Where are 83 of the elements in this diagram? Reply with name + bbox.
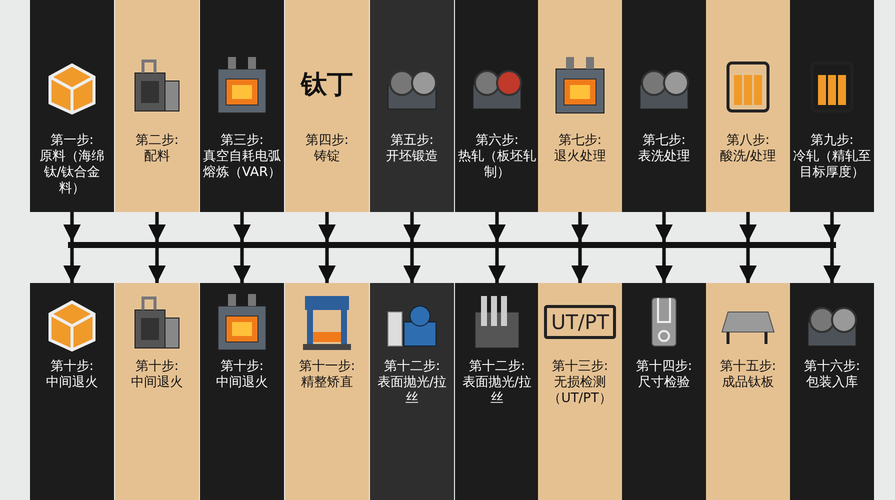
- step-text: 包装入库: [805, 375, 859, 391]
- step-panel: [30, 0, 114, 212]
- step-number: 第十四步:: [636, 359, 692, 375]
- step-text: 成品钛板: [721, 375, 775, 391]
- step-number: 第八步:: [726, 133, 770, 149]
- step-text: 开坯锻造: [385, 149, 439, 165]
- step-number: 第三步:: [220, 133, 264, 149]
- step-panel: [285, 0, 369, 212]
- step-panel: [370, 283, 454, 500]
- step-number: 第七步:: [558, 133, 602, 149]
- step-panel: [538, 0, 622, 212]
- step-panel: [115, 0, 199, 212]
- step-text: 中间退火: [45, 375, 99, 391]
- step-text: 中间退火: [130, 375, 184, 391]
- arrow: [233, 248, 251, 283]
- step-panel: [370, 0, 454, 212]
- step-text: 配料: [143, 149, 171, 165]
- step-panel: [200, 283, 284, 500]
- step-number: 第十六步:: [804, 359, 860, 375]
- step-panel: [285, 283, 369, 500]
- step-panel: [622, 283, 706, 500]
- arrow: [571, 212, 589, 242]
- step-number: 第十五步:: [720, 359, 776, 375]
- step-number: 第五步:: [390, 133, 434, 149]
- step-text: 无损检测（UT/PT）: [547, 375, 613, 407]
- step-number: 第十步:: [220, 359, 264, 375]
- step-panel: [200, 0, 284, 212]
- step-number: 第十二步:: [384, 359, 440, 375]
- step-number: 第六步:: [475, 133, 519, 149]
- arrow: [823, 212, 841, 242]
- step-panel: [30, 283, 114, 500]
- arrow: [403, 212, 421, 242]
- bus-bar: [68, 242, 836, 248]
- step-panel: [706, 0, 790, 212]
- step-text: 原料（海绵钛/钛合金料）: [38, 149, 106, 197]
- step-number: 第十二步:: [468, 359, 526, 375]
- arrow: [739, 212, 757, 242]
- step-panel: [115, 283, 199, 500]
- arrow: [655, 212, 673, 242]
- arrow: [655, 248, 673, 283]
- arrow: [823, 248, 841, 283]
- arrow: [403, 248, 421, 283]
- arrow: [148, 212, 166, 242]
- step-panel: [790, 283, 874, 500]
- arrow: [571, 248, 589, 283]
- step-number: 第十步:: [50, 359, 94, 375]
- step-text: 中间退火: [215, 375, 269, 391]
- step-panel: [706, 283, 790, 500]
- step-number: 第七步:: [642, 133, 686, 149]
- step-text: 热轧（板坯轧制）: [457, 149, 537, 181]
- step-number: 第四步:: [305, 133, 349, 149]
- step-panel: [790, 0, 874, 212]
- arrow: [318, 248, 336, 283]
- step-panel: [455, 283, 539, 500]
- step-text: 表洗处理: [637, 149, 691, 165]
- step-number: 第十步:: [135, 359, 179, 375]
- step-text: 酸洗/处理: [718, 149, 778, 165]
- arrow: [233, 212, 251, 242]
- step-text: 精整矫直: [300, 375, 354, 391]
- step-number: 第九步:: [810, 133, 854, 149]
- arrow: [318, 212, 336, 242]
- step-text: 真空自耗电弧熔炼（VAR）: [202, 149, 282, 181]
- step-text: 表面抛光/拉丝: [461, 375, 533, 407]
- title-symbol: 钛丁: [301, 70, 353, 100]
- step-panel: [622, 0, 706, 212]
- step-text: 退火处理: [553, 149, 607, 165]
- arrow: [739, 248, 757, 283]
- step-number: 第十三步:: [552, 359, 608, 375]
- step-text: 铸锭: [313, 149, 341, 165]
- step-panel: [455, 0, 539, 212]
- step-text: 表面抛光/拉丝: [376, 375, 448, 407]
- display-panel: UT/PT: [544, 305, 616, 339]
- step-number: 第二步:: [135, 133, 179, 149]
- arrow: [488, 248, 506, 283]
- arrow: [148, 248, 166, 283]
- step-number: 第十一步:: [298, 359, 356, 375]
- step-text: 冷轧（精轧至目标厚度）: [792, 149, 872, 181]
- arrow: [63, 248, 81, 283]
- step-panel: [538, 283, 622, 500]
- step-text: 尺寸检验: [637, 375, 691, 391]
- arrow: [63, 212, 81, 242]
- step-number: 第一步:: [50, 133, 94, 149]
- arrow: [488, 212, 506, 242]
